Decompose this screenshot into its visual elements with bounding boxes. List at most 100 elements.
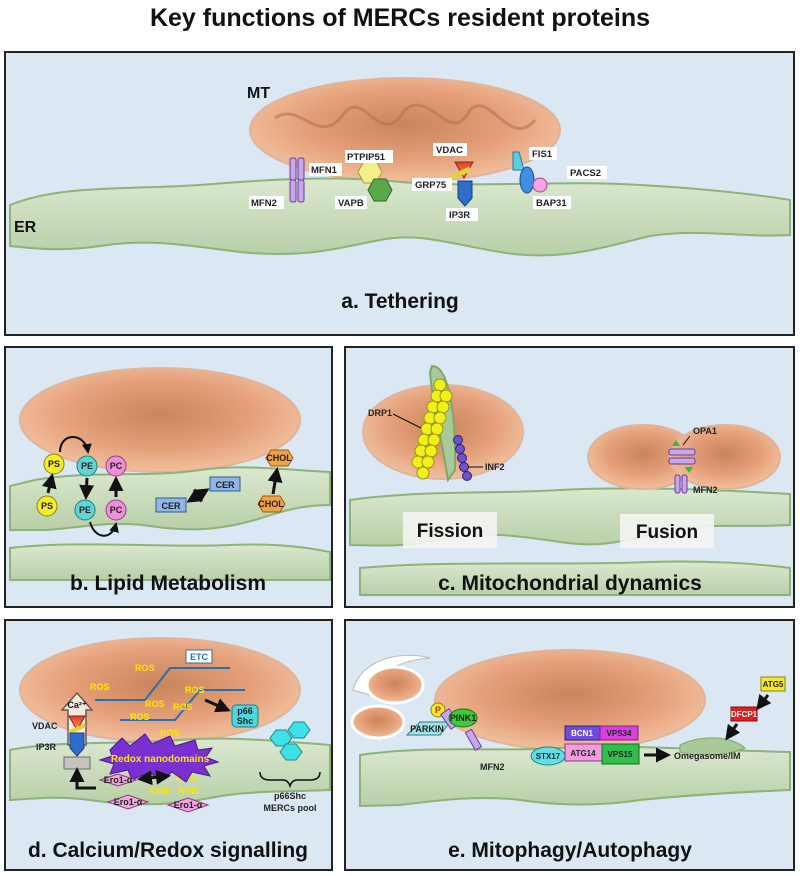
drp1-label: DRP1 bbox=[368, 408, 392, 418]
ros-6: ROS bbox=[130, 712, 150, 722]
chol-mito bbox=[265, 449, 294, 467]
ptpip51-label: PTPIP51 bbox=[347, 152, 386, 163]
atg5-label: ATG5 bbox=[763, 680, 784, 689]
atg5-protein bbox=[760, 676, 786, 692]
cer-transfer-arrow bbox=[186, 488, 210, 503]
cer-er bbox=[155, 497, 187, 513]
ero1-a-2 bbox=[106, 794, 150, 810]
cer-mito-label: CER bbox=[215, 480, 235, 490]
ps-er-label: PS bbox=[41, 501, 53, 511]
p66shc-protein bbox=[231, 704, 259, 728]
panel-e-title: e. Mitophagy/Autophagy bbox=[448, 839, 692, 862]
grp75-tag bbox=[412, 178, 452, 191]
dfcp1-arrow bbox=[725, 723, 741, 741]
vps15-label: VPS15 bbox=[608, 750, 633, 759]
ros-2: ROS bbox=[90, 682, 110, 692]
mito-fusion-right bbox=[669, 424, 781, 490]
pink1-protein bbox=[448, 708, 478, 728]
ps-to-pe-arrow bbox=[59, 436, 92, 454]
p66shc-label-line1: p66 bbox=[237, 706, 253, 716]
mfn1-bar-right bbox=[297, 157, 305, 181]
omegasome-cup bbox=[679, 737, 746, 756]
pc-er-label: PC bbox=[110, 505, 123, 515]
er-membrane-lower bbox=[9, 543, 331, 581]
stx17-label: STX17 bbox=[536, 752, 561, 761]
fis1-tag bbox=[529, 147, 557, 160]
mfn2-bar bbox=[464, 728, 483, 751]
pe-to-pc-arrow bbox=[89, 521, 119, 537]
vdac-label: VDAC bbox=[32, 721, 58, 731]
ero1-a-1 bbox=[98, 773, 138, 787]
mfn2-label: MFN2 bbox=[251, 198, 277, 209]
ero1-to-channel-arrow bbox=[69, 767, 96, 790]
mfn2-bar-right bbox=[681, 474, 688, 494]
pe-transfer-arrow bbox=[79, 477, 95, 500]
pc-er bbox=[105, 499, 127, 521]
chol-transfer-arrow bbox=[267, 467, 283, 495]
ros-5: ROS bbox=[173, 702, 193, 712]
mfn1-tag bbox=[309, 163, 342, 176]
fusion-label: Fusion bbox=[636, 522, 698, 543]
fission-label: Fission bbox=[417, 521, 484, 542]
mfn1-label: MFN1 bbox=[311, 165, 338, 176]
ros-7: ROS bbox=[160, 728, 180, 738]
atg5-arrow bbox=[756, 693, 772, 711]
bcn1-label: BCN1 bbox=[571, 729, 593, 738]
fission-box bbox=[403, 512, 497, 548]
phospho-label: P bbox=[435, 705, 441, 715]
ero1-label-3: Ero1-α bbox=[174, 800, 203, 810]
pacs2-protein bbox=[532, 177, 548, 193]
omegasome-label: Omegasome/IM bbox=[674, 751, 741, 761]
mt-label: MT bbox=[247, 85, 270, 102]
panel-c-title: c. Mitochondrial dynamics bbox=[438, 572, 702, 595]
pacs2-label: PACS2 bbox=[570, 168, 601, 179]
mitochondrion bbox=[19, 367, 301, 473]
vdac-label: VDAC bbox=[436, 145, 463, 156]
vps34-label: VPS34 bbox=[607, 729, 632, 738]
chol-er bbox=[257, 495, 286, 513]
mfn2-bar-left bbox=[674, 474, 681, 494]
fis1-label: FIS1 bbox=[532, 149, 553, 160]
vapb-hexagon bbox=[367, 178, 393, 202]
chol-er-label: CHOL bbox=[258, 499, 284, 509]
opa1-pointer bbox=[682, 435, 691, 446]
ps-er bbox=[36, 495, 58, 517]
ros-3: ROS bbox=[185, 685, 205, 695]
panel-b-lipid-metabolism: PS PS PE PE PC PC CER CER CHOL CHOL bbox=[4, 346, 333, 608]
ptpip51-tag bbox=[345, 150, 393, 163]
figure-title: Key functions of MERCs resident proteins bbox=[149, 4, 651, 32]
mfn2-label: MFN2 bbox=[693, 485, 718, 495]
chol-mito-label: CHOL bbox=[266, 453, 292, 463]
ero1-ros-arrow bbox=[137, 769, 171, 786]
ros-9: ROS bbox=[150, 786, 170, 796]
ip3r-channel bbox=[69, 732, 85, 757]
ero1-label-1: Ero1-α bbox=[104, 775, 133, 785]
mfn2-bar-left bbox=[289, 179, 297, 203]
cer-er-label: CER bbox=[161, 501, 181, 511]
bap31-label: BAP31 bbox=[536, 198, 567, 209]
dfcp1-label: DFCP1 bbox=[731, 710, 758, 719]
panel-e-mitophagy-autophagy: P PARKIN PINK1 MFN2 BCN1 VPS34 STX17 ATG… bbox=[344, 619, 795, 871]
vapb-label: VAPB bbox=[338, 198, 364, 209]
er-membrane bbox=[359, 745, 791, 808]
mfn1-bar-left bbox=[289, 157, 297, 181]
ros-10: ROS bbox=[178, 786, 198, 796]
pe-mito-label: PE bbox=[81, 461, 93, 471]
cer-mito bbox=[209, 476, 241, 492]
opa1-complex bbox=[668, 440, 696, 473]
er-membrane bbox=[9, 177, 791, 257]
pool-brace bbox=[259, 771, 321, 789]
pc-mito-label: PC bbox=[110, 461, 123, 471]
etc-line-1 bbox=[95, 667, 230, 701]
ros-to-p66shc-arrow bbox=[204, 698, 231, 713]
grp75-bridge bbox=[449, 166, 472, 181]
p66shc-pool bbox=[269, 721, 311, 761]
inf2-label: INF2 bbox=[485, 462, 505, 472]
vdac-channel bbox=[68, 715, 86, 732]
calcium-label: Ca²⁺ bbox=[67, 700, 87, 710]
bap31-tag bbox=[533, 196, 571, 209]
etc-tag bbox=[185, 649, 213, 664]
er-label: ER bbox=[14, 219, 37, 236]
